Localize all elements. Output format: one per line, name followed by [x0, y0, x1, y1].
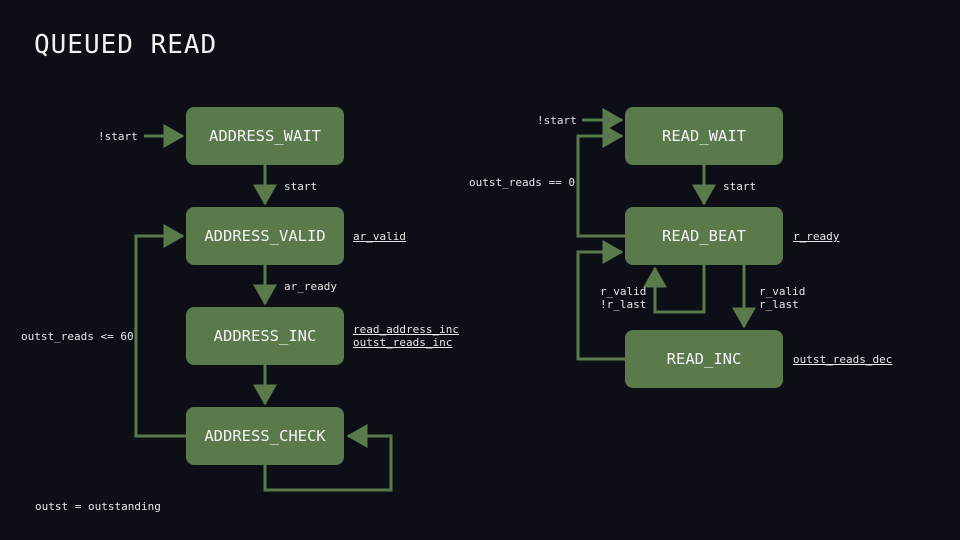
label-ar-ready: ar_ready [284, 280, 337, 293]
label-r-valid-last: r_valid r_last [759, 285, 805, 311]
label-outst-reads-eq-0: outst_reads == 0 [469, 176, 575, 189]
label-start-left: start [284, 180, 318, 193]
output-address-inc-signals: read_address_inc outst_reads_inc [353, 323, 459, 349]
state-address-check: ADDRESS_CHECK [186, 407, 344, 465]
label-r-last: r_last [759, 298, 799, 311]
arrow-check-loop-to-valid [134, 224, 186, 438]
label-not-start-left: !start [98, 130, 138, 143]
output-read-address-inc: read_address_inc [353, 323, 459, 336]
output-outst-reads-dec: outst_reads_dec [793, 353, 893, 366]
state-address-valid: ADDRESS_VALID [186, 207, 344, 265]
state-read-wait: READ_WAIT [625, 107, 783, 165]
output-ar-valid: ar_valid [353, 230, 406, 243]
arrow-beat-self-loop [643, 265, 706, 314]
state-read-beat: READ_BEAT [625, 207, 783, 265]
page-title: QUEUED READ [34, 30, 218, 60]
label-r-valid-not-last: r_valid !r_last [600, 285, 646, 311]
label-not-r-last: !r_last [600, 298, 647, 311]
state-address-inc: ADDRESS_INC [186, 307, 344, 365]
label-r-valid: r_valid [600, 285, 647, 298]
output-r-ready: r_ready [793, 230, 840, 243]
arrow-inc-to-beat [576, 240, 625, 361]
label-not-start-right: !start [537, 114, 577, 127]
state-read-inc: READ_INC [625, 330, 783, 388]
footnote: outst = outstanding [35, 500, 161, 513]
output-outst-reads-inc: outst_reads_inc [353, 336, 453, 349]
label-start-right: start [723, 180, 757, 193]
state-address-wait: ADDRESS_WAIT [186, 107, 344, 165]
arrow-check-self-loop [263, 424, 393, 492]
label-r-valid-2: r_valid [759, 285, 806, 298]
arrow-beat-to-wait [576, 124, 625, 238]
label-outst-reads-le-60: outst_reads <= 60 [21, 330, 134, 343]
